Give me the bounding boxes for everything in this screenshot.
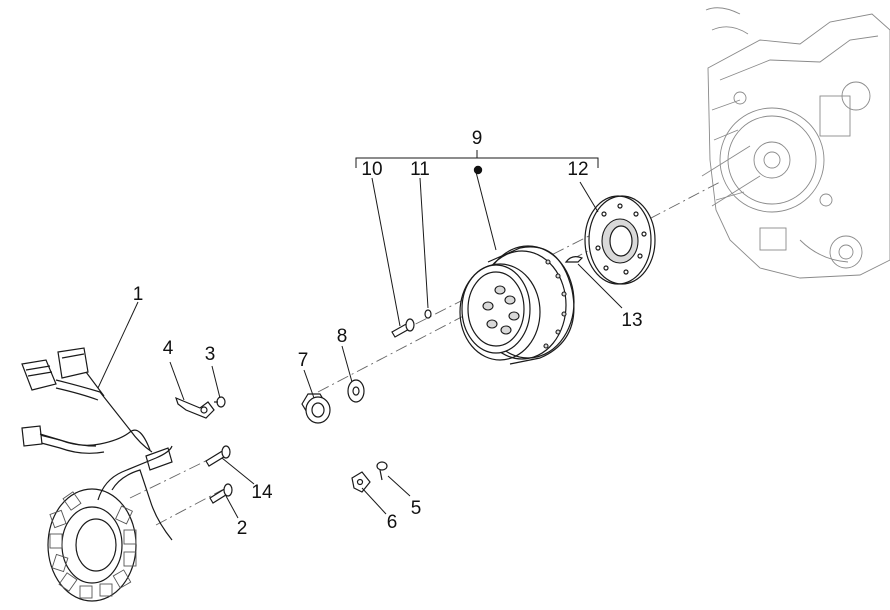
cable-bracket	[175, 396, 215, 419]
small-washer	[424, 309, 432, 319]
freewheel-ring	[584, 195, 656, 285]
stator-coil	[47, 488, 137, 602]
stator-with-wiring	[21, 347, 173, 602]
callout-6: 6	[387, 512, 398, 533]
screw-10	[391, 318, 415, 338]
callout-11: 11	[410, 159, 430, 180]
screw-14	[205, 445, 231, 467]
woodruff-key	[564, 256, 584, 263]
assembly-dot-icon	[473, 165, 483, 175]
engine-crankcase	[701, 7, 890, 279]
callout-9: 9	[472, 128, 483, 149]
callout-4: 4	[163, 338, 174, 359]
callout-1: 1	[133, 284, 144, 305]
leader-lines	[97, 150, 623, 519]
screw-5	[376, 461, 388, 481]
callout-2: 2	[237, 518, 248, 539]
callout-7: 7	[298, 350, 309, 371]
screw-2	[209, 483, 233, 504]
callout-5: 5	[411, 498, 422, 519]
callout-3: 3	[205, 344, 216, 365]
callout-8: 8	[337, 326, 348, 347]
washer	[347, 379, 365, 403]
clamp-plate	[351, 471, 371, 493]
callout-14: 14	[251, 482, 273, 503]
flange-nut	[301, 393, 331, 424]
callout-12: 12	[567, 159, 588, 180]
flywheel-rotor	[459, 245, 575, 365]
callout-10: 10	[361, 159, 382, 180]
screw-3	[214, 396, 226, 408]
callout-labels: 1 2 3 4 5 6 7 8 9 10 11 12 13 14	[133, 128, 643, 539]
callout-13: 13	[621, 310, 642, 331]
